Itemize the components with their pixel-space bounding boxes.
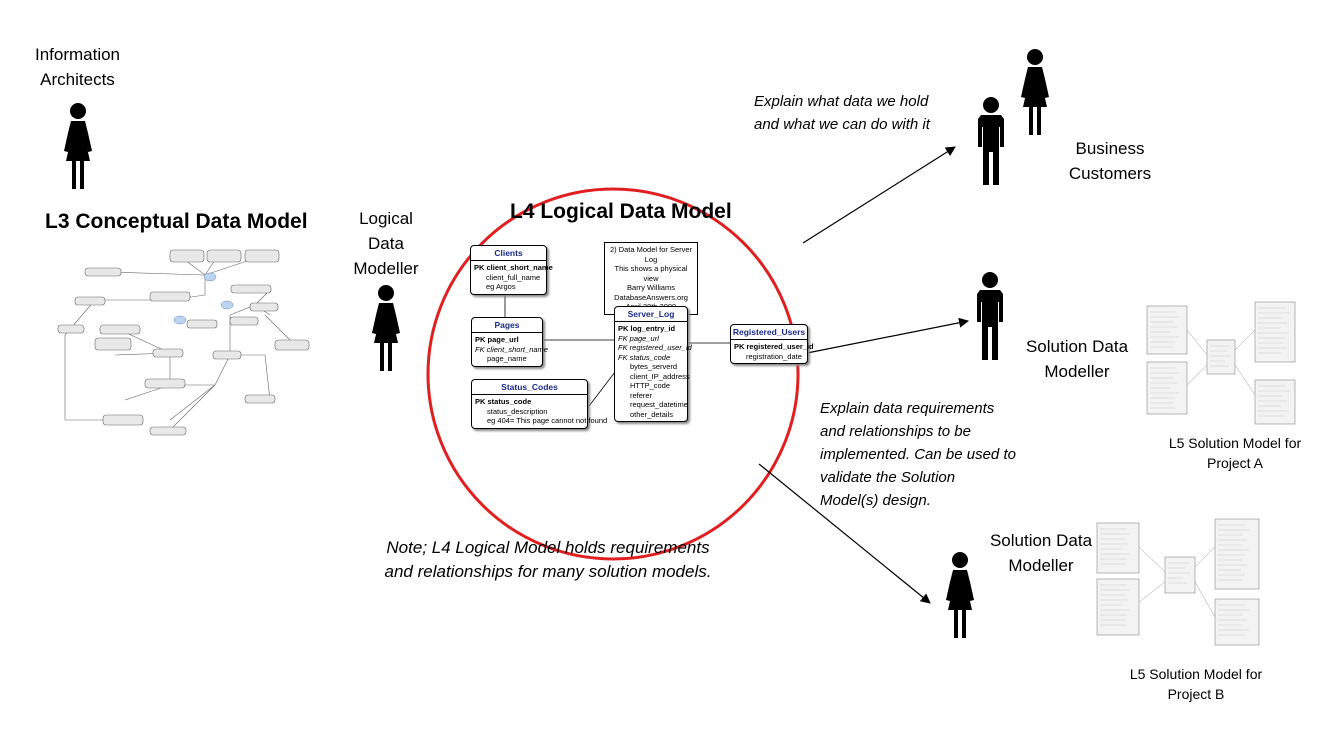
erd-server-log-field: request_datetime <box>630 400 688 409</box>
erd-clients-pk: PK client_short_name <box>474 263 553 272</box>
erd-entity-pages-title: Pages <box>472 318 542 333</box>
l5-project-b-label: L5 Solution Model for Project B <box>1129 666 1263 702</box>
explain-solution-annotation: Explain data requirements and relationsh… <box>820 400 1016 509</box>
erd-server-log-field: referer <box>630 390 653 400</box>
l5-project-b-thumbnail <box>1096 518 1260 646</box>
erd-note-line: Barry Williams <box>627 283 675 292</box>
l4-note: Note; L4 Logical Model holds requirement… <box>384 538 712 581</box>
erd-pages-pk: PK page_url <box>475 335 519 344</box>
erd-entity-server-log: Server_Log PK log_entry_id FK page_url F… <box>614 306 692 422</box>
erd-status-codes-field: eg 404= This page cannot not found <box>487 416 608 425</box>
solution-modeller-b-label: Solution Data Modeller <box>989 531 1093 575</box>
arrow-to-business-customers <box>802 146 956 244</box>
information-architects-label: Information Architects <box>34 45 121 89</box>
explain-business-annotation: Explain what data we hold and what we ca… <box>754 93 930 133</box>
erd-registered-users-field: registration_date <box>746 351 802 361</box>
l3-title: L3 Conceptual Data Model <box>45 210 308 233</box>
erd-note-line: This shows a physical view <box>614 264 688 283</box>
erd-clients-field: client_full_name <box>486 272 541 282</box>
erd-server-log-fk: FK registered_user_id <box>618 343 692 352</box>
erd-status-codes-field: status_description <box>487 406 548 416</box>
male-person-icon <box>977 272 1003 360</box>
erd-server-log-field: other_details <box>630 409 673 419</box>
female-person-icon <box>946 552 974 638</box>
erd-note: 2) Data Model for Server Log This shows … <box>604 242 698 315</box>
erd-status-codes-pk: PK status_code <box>475 397 532 406</box>
solution-modeller-a-label: Solution Data Modeller <box>1025 337 1129 381</box>
erd-server-log-pk: PK log_entry_id <box>618 324 676 333</box>
erd-entity-server-log-title: Server_Log <box>615 307 687 322</box>
erd-note-line: DatabaseAnswers.org <box>614 292 688 302</box>
female-person-icon <box>1021 49 1049 135</box>
logical-data-modeller-label: Logical Data Modeller <box>353 209 419 278</box>
erd-entity-clients-title: Clients <box>471 246 546 261</box>
erd-entity-status-codes-title: Status_Codes <box>472 380 587 395</box>
male-person-icon <box>978 97 1004 185</box>
erd-server-log-field: bytes_serverd <box>630 362 678 371</box>
erd-registered-users-pk: PK registered_user_id <box>734 342 814 351</box>
erd-entity-clients: Clients PK client_short_name client_full… <box>470 245 553 295</box>
female-person-icon <box>64 103 92 189</box>
erd-clients-field: eg Argos <box>486 282 516 291</box>
female-person-icon <box>372 285 400 371</box>
erd-server-log-field: HTTP_code <box>630 381 671 390</box>
erd-entity-pages: Pages PK page_url FK client_short_name p… <box>471 317 548 367</box>
l4-red-circle <box>426 187 800 561</box>
erd-entity-registered-users: Registered_Users PK registered_user_id r… <box>730 324 814 364</box>
l5-project-a-thumbnail <box>1146 301 1296 425</box>
erd-entity-registered-users-title: Registered_Users <box>731 325 807 340</box>
erd-note-line: 2) Data Model for Server Log <box>609 245 693 264</box>
l3-conceptual-model-thumbnail <box>57 249 310 436</box>
l4-title: L4 Logical Data Model <box>510 200 732 223</box>
arrow-to-solution-modeller-a <box>796 317 969 356</box>
l5-project-a-label: L5 Solution Model for Project A <box>1168 435 1302 471</box>
business-customers-label: Business Customers <box>1068 139 1152 183</box>
erd-server-log-field: client_IP_address <box>630 371 690 381</box>
erd-server-log-fk: FK status_code <box>618 352 671 362</box>
erd-entity-status-codes: Status_Codes PK status_code status_descr… <box>471 379 608 429</box>
erd-server-log-fk: FK page_url <box>618 333 659 343</box>
erd-pages-fk: FK client_short_name <box>475 344 548 354</box>
arrow-to-solution-modeller-b <box>758 463 931 604</box>
erd-pages-field: page_name <box>487 354 527 363</box>
